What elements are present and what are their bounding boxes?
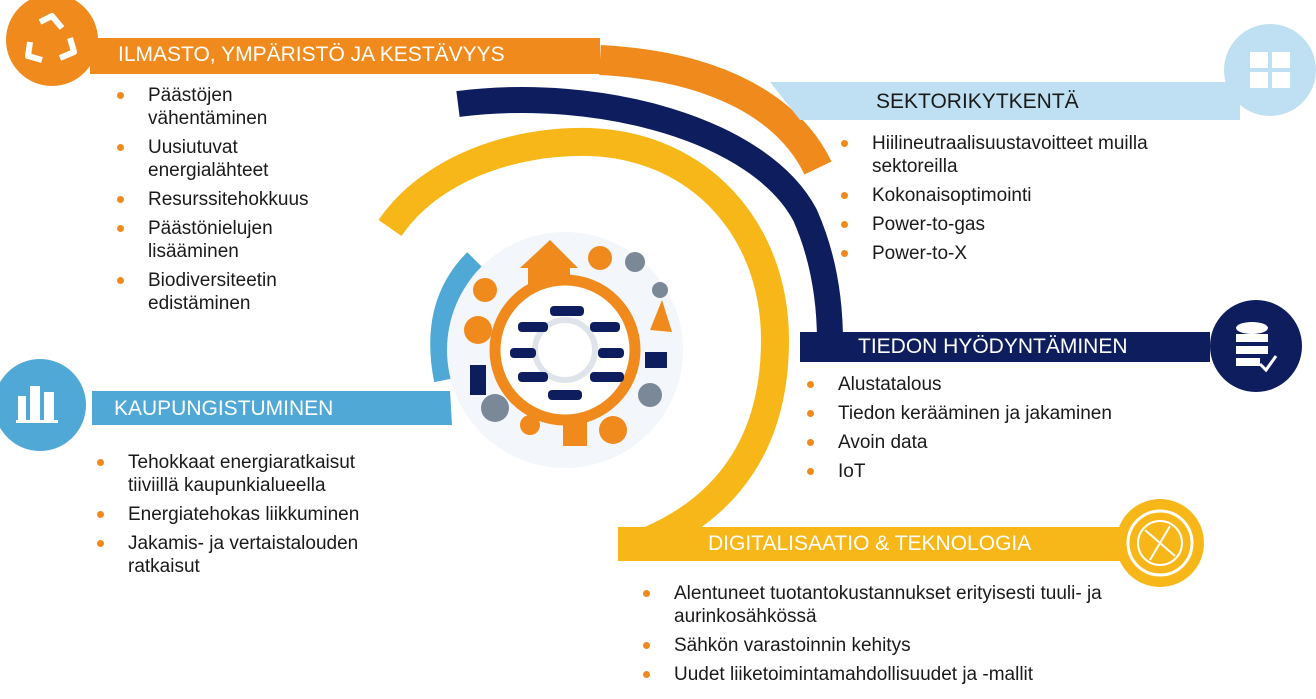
list-item: Jakamis- ja vertaistalouden ratkaisut (90, 532, 390, 578)
sector-title: SEKTORIKYTKENTÄ (876, 90, 1079, 113)
list-item: Sähkön varastoinnin kehitys (636, 634, 1146, 657)
list-item: Uudet liiketoimintamahdollisuudet ja -ma… (636, 663, 1146, 686)
list-item: Power-to-gas (834, 213, 1224, 236)
sector-list: Hiilineutraalisuustavoitteet muilla sekt… (834, 132, 1224, 271)
list-item: Alustatalous (800, 373, 1220, 396)
list-item: Avoin data (800, 431, 1220, 454)
urban-list: Tehokkaat energiaratkaisut tiiviillä kau… (90, 451, 390, 584)
yellow-arc (378, 127, 790, 553)
list-item: Power-to-X (834, 242, 1224, 265)
urban-title: KAUPUNGISTUMINEN (114, 397, 334, 420)
data-band (800, 332, 1210, 362)
list-item: Alentuneet tuotantokustannukset erityise… (636, 582, 1146, 628)
house-icon (520, 240, 578, 268)
list-item: Tehokkaat energiaratkaisut tiiviillä kau… (90, 451, 390, 497)
buildings-icon (0, 359, 86, 451)
sector-band (770, 82, 1240, 120)
circuit-icon (1116, 499, 1204, 587)
urban-band (92, 391, 452, 425)
list-item: Tiedon kerääminen ja jakaminen (800, 402, 1220, 425)
blue-arc (430, 252, 484, 383)
list-item: Biodiversiteetin edistäminen (110, 269, 330, 315)
list-item: Päästönielujen lisääminen (110, 217, 330, 263)
climate-list: Päästöjen vähentäminen Uusiutuvat energi… (110, 84, 330, 321)
puzzle-icon (1224, 24, 1316, 116)
list-item: Energiatehokas liikkuminen (90, 503, 390, 526)
data-list: Alustatalous Tiedon kerääminen ja jakami… (800, 373, 1220, 489)
list-item: Resurssitehokkuus (110, 188, 330, 211)
list-item: Hiilineutraalisuustavoitteet muilla sekt… (834, 132, 1224, 178)
data-title: TIEDON HYÖDYNTÄMINEN (858, 335, 1128, 358)
central-illustration (447, 232, 683, 468)
climate-title: ILMASTO, YMPÄRISTÖ JA KESTÄVYYS (118, 43, 505, 66)
list-item: Päästöjen vähentäminen (110, 84, 330, 130)
navy-arc (456, 87, 843, 343)
list-item: Uusiutuvat energialähteet (110, 136, 330, 182)
digital-title: DIGITALISAATIO & TEKNOLOGIA (708, 532, 1032, 555)
digital-list: Alentuneet tuotantokustannukset erityise… (636, 582, 1146, 692)
database-icon (1210, 300, 1302, 392)
digital-band (618, 527, 1128, 561)
climate-arc (599, 45, 832, 175)
climate-band (90, 38, 600, 74)
list-item: Kokonaisoptimointi (834, 184, 1224, 207)
list-item: IoT (800, 460, 1220, 483)
recycle-icon (6, 0, 98, 86)
